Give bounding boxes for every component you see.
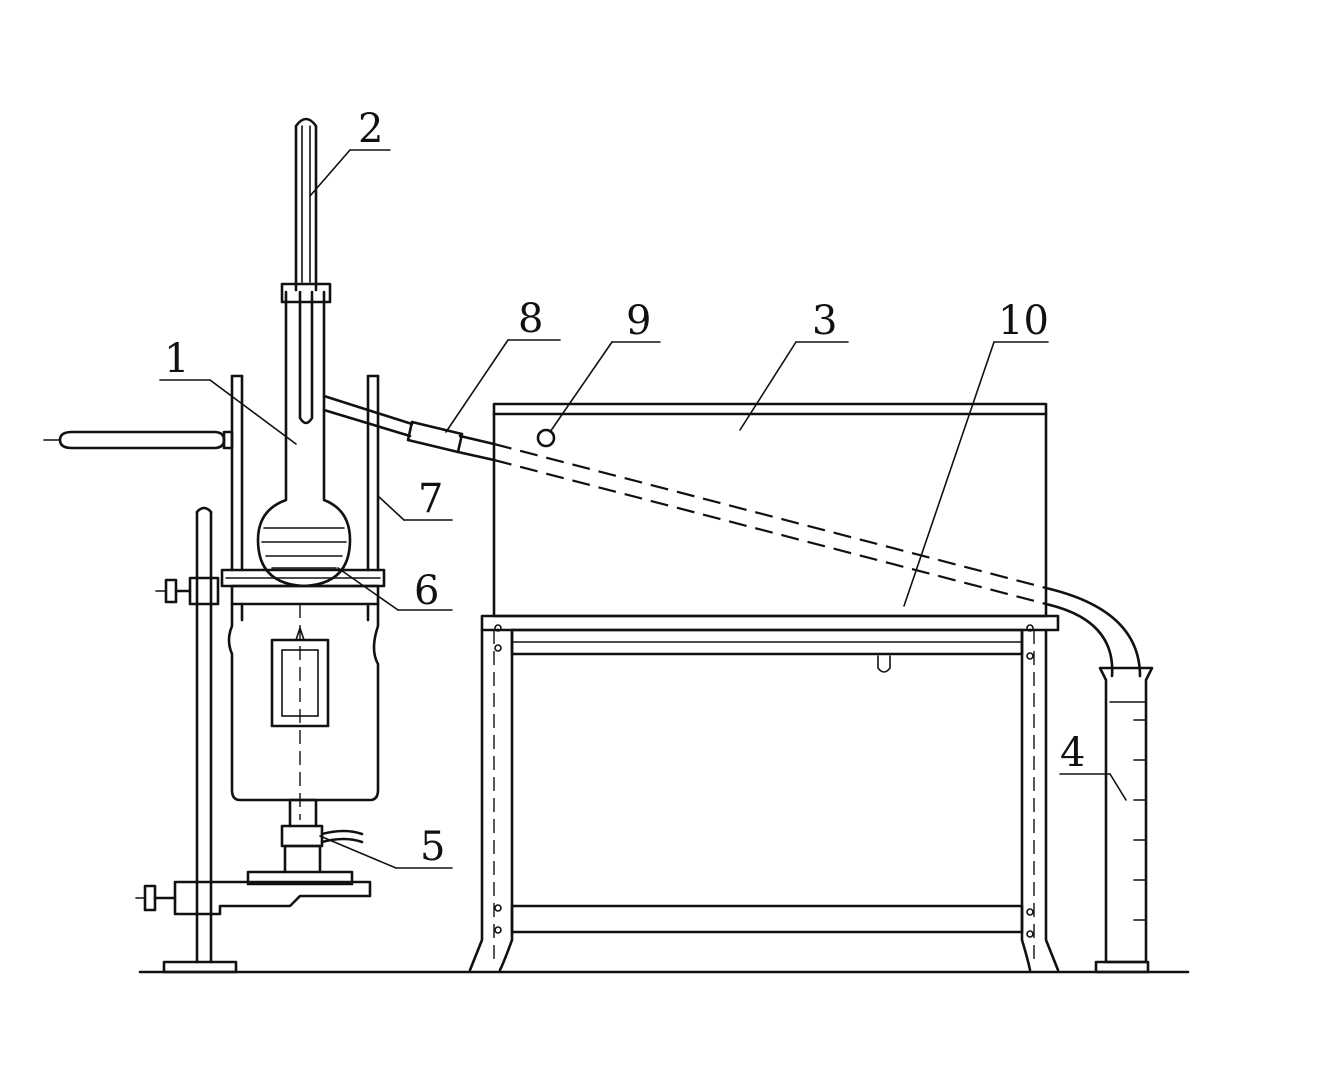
label-9: 9: [626, 298, 651, 344]
support-stand: [135, 506, 372, 974]
thermometer: [294, 117, 318, 425]
label-6: 6: [414, 568, 439, 614]
heat-shield: [220, 374, 386, 606]
label-8: 8: [518, 296, 543, 342]
graduated-cylinder: [1094, 666, 1154, 974]
burner: [246, 798, 364, 886]
distillation-flask: [256, 282, 414, 588]
shield-handle: [43, 430, 234, 450]
leader-lines: [159, 149, 1127, 869]
tube-connector: [406, 420, 464, 454]
label-2: 2: [358, 106, 383, 152]
label-1: 1: [164, 336, 189, 382]
bench-frame: [468, 614, 1060, 972]
label-3: 3: [812, 298, 837, 344]
label-7: 7: [418, 476, 443, 522]
cooling-bath: [492, 402, 1048, 618]
label-10: 10: [998, 298, 1049, 344]
label-5: 5: [420, 824, 445, 870]
condenser-tube: [456, 434, 1142, 678]
lower-shield: [227, 602, 380, 820]
label-4: 4: [1060, 730, 1085, 776]
